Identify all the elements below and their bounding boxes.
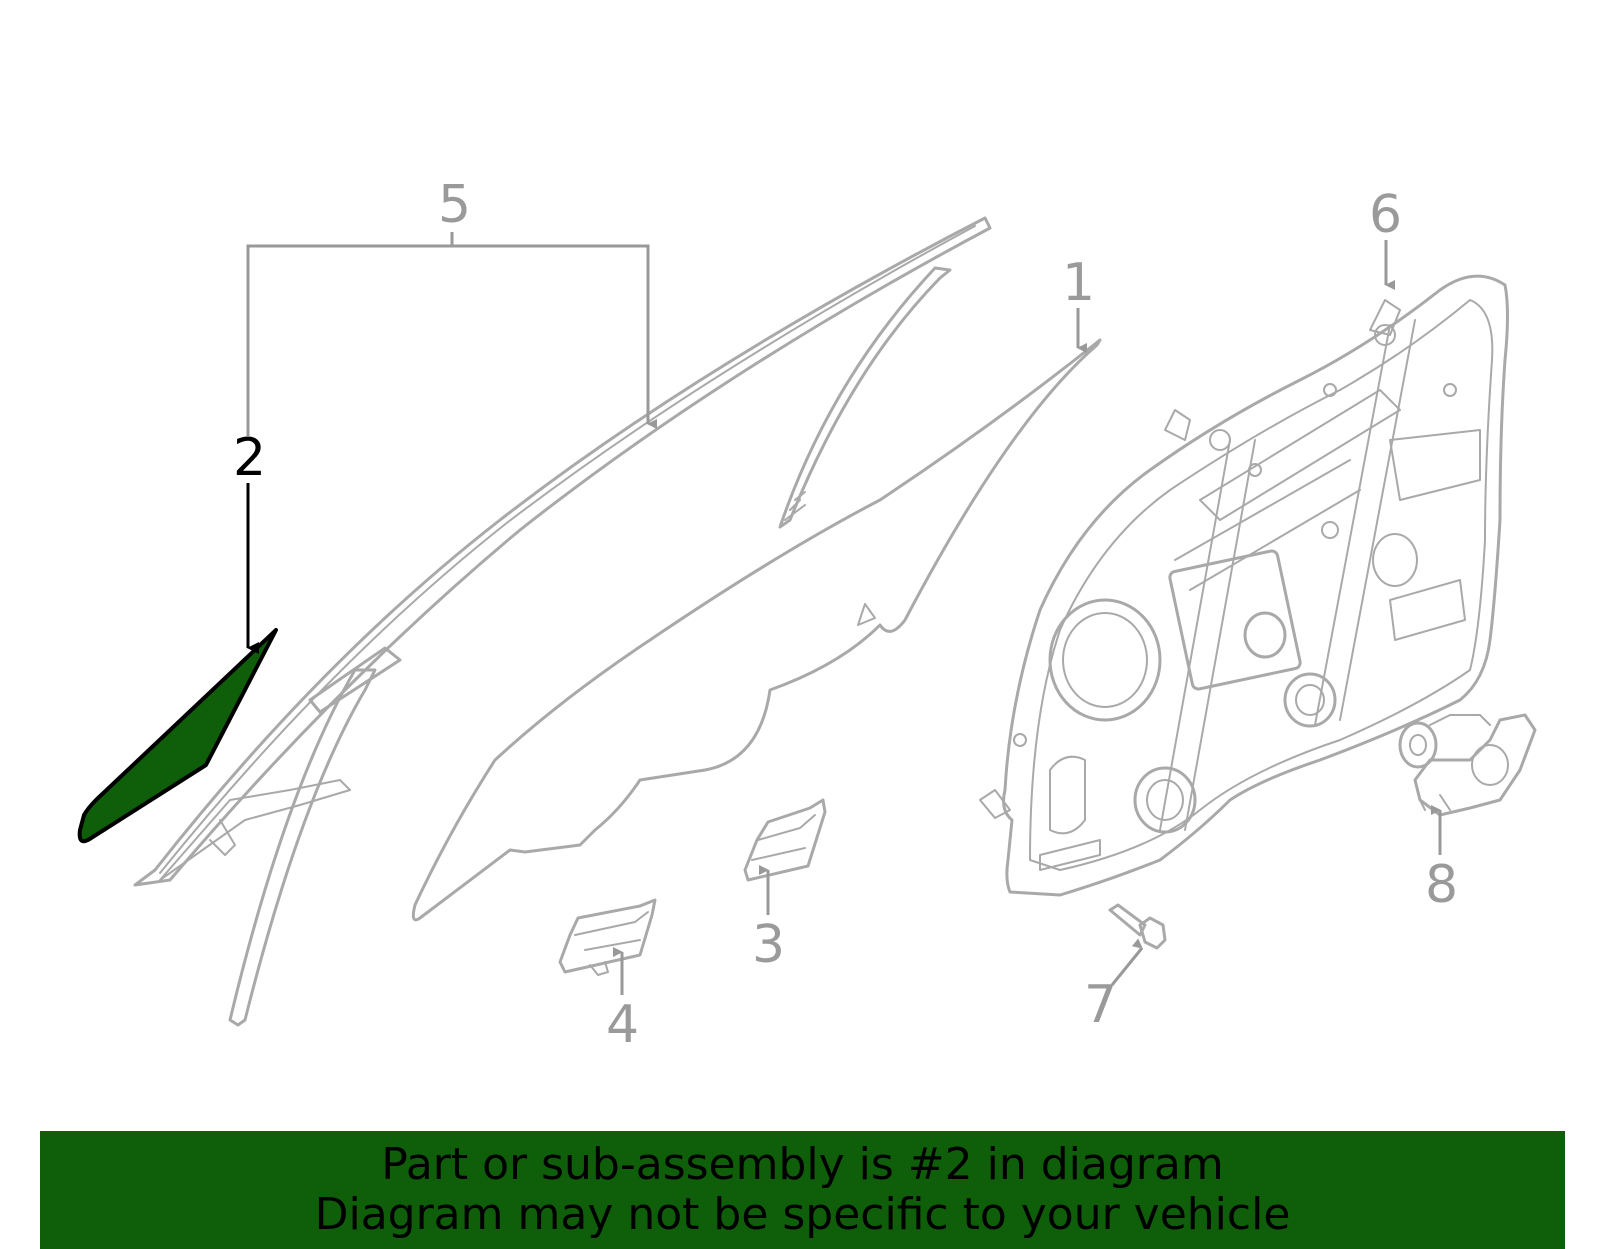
part-8-regulator-motor[interactable] (1398, 713, 1537, 817)
callout-5[interactable]: 5 (438, 175, 471, 235)
callout-4[interactable]: 4 (606, 995, 639, 1055)
part-4-clip[interactable] (558, 898, 657, 976)
callout-8[interactable]: 8 (1425, 855, 1458, 915)
banner-line-disclaimer: Diagram may not be specific to your vehi… (314, 1189, 1291, 1240)
part-5-glass-run-channel[interactable] (133, 216, 992, 1027)
part-1-door-glass[interactable] (411, 338, 1102, 922)
callout-7[interactable]: 7 (1084, 975, 1117, 1035)
callout-3[interactable]: 3 (752, 915, 785, 975)
info-banner: Part or sub-assembly is #2 in diagram Di… (40, 1131, 1565, 1249)
part-6-door-module-panel[interactable] (979, 274, 1509, 897)
leader-7 (1110, 938, 1144, 986)
callout-6[interactable]: 6 (1369, 185, 1402, 245)
callout-2[interactable]: 2 (233, 428, 266, 488)
part-7-bolt[interactable] (1108, 903, 1167, 950)
leader-5-bracket (246, 232, 657, 436)
part-3-clip[interactable] (743, 798, 827, 882)
banner-line-part-number: Part or sub-assembly is #2 in diagram (381, 1139, 1224, 1190)
part-2-delta-trim[interactable] (77, 628, 278, 844)
callout-1[interactable]: 1 (1062, 253, 1095, 313)
